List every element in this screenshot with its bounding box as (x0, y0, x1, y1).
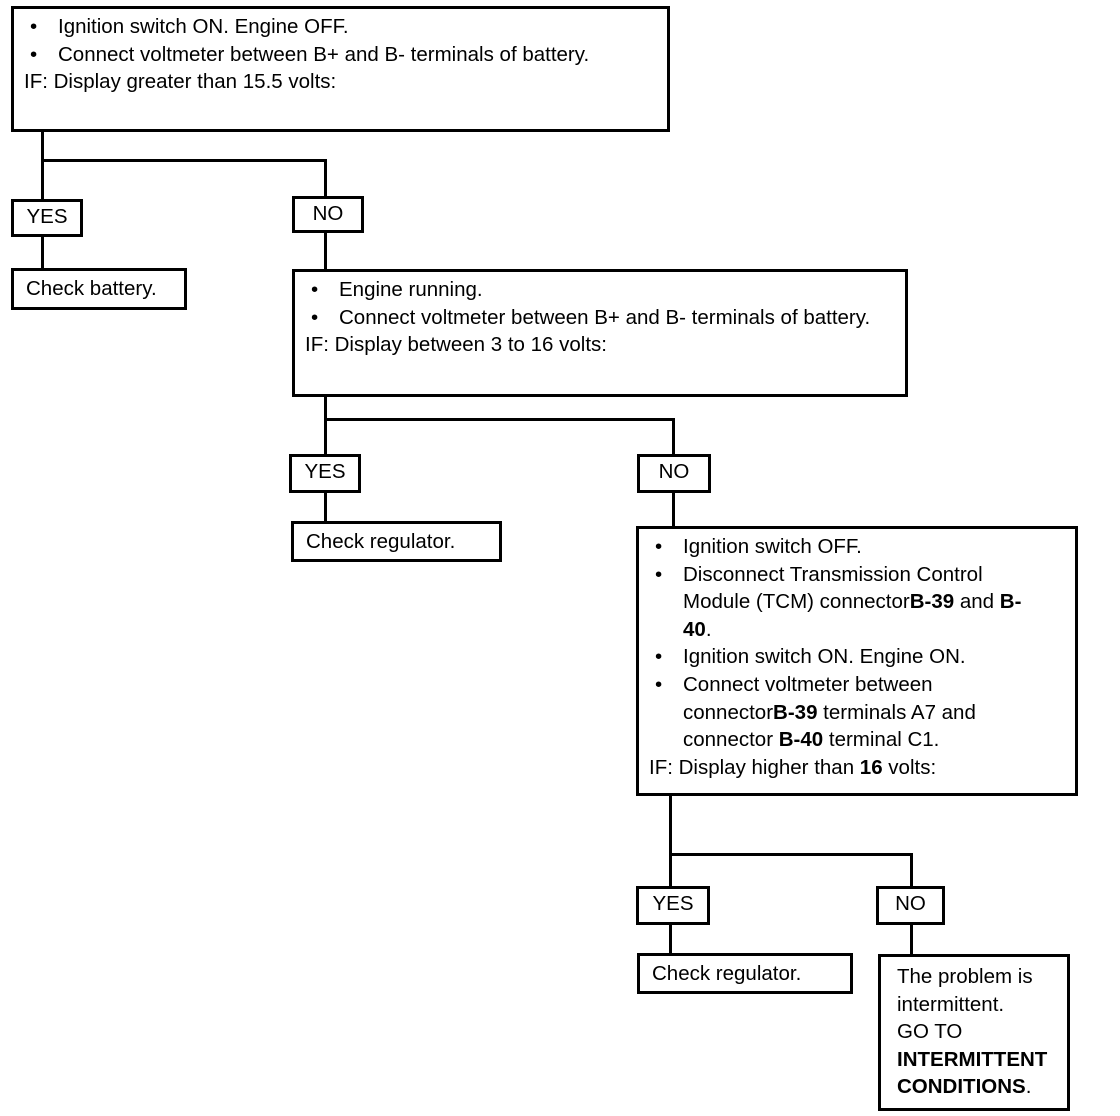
step3-condition: IF: Display higher than 16 volts: (649, 754, 1067, 782)
connector-id: B-39 (773, 700, 818, 724)
step3-bullet: Ignition switch ON. Engine ON. (649, 643, 1067, 671)
step1-no-tag: NO (292, 196, 364, 233)
step1-bullet: Connect voltmeter between B+ and B- term… (24, 41, 659, 69)
connector-step3-yes-to-action (669, 922, 672, 955)
step2-no-tag: NO (637, 454, 711, 493)
connector-step1-no-to-step2 (324, 231, 327, 271)
step1-bullet: Ignition switch ON. Engine OFF. (24, 13, 659, 41)
connector-step1-branch (41, 159, 327, 162)
intermittent-conditions-link[interactable]: INTERMITTENT CONDITIONS (897, 1047, 1048, 1099)
step1-box: Ignition switch ON. Engine OFF. Connect … (11, 6, 670, 132)
connector-step1-no-drop (324, 159, 327, 199)
step3-yes-tag: YES (636, 886, 710, 925)
step3-bullet: Connect voltmeter between connectorB-39 … (649, 671, 1067, 754)
step2-yes-action: Check regulator. (291, 521, 502, 562)
step2-bullets: Engine running. Connect voltmeter betwee… (305, 276, 897, 331)
connector-step2-no-drop (672, 418, 675, 456)
step3-bullet-text: Ignition switch OFF. (683, 535, 862, 558)
connector-id: B-39 (909, 590, 955, 614)
step1-condition: IF: Display greater than 15.5 volts: (24, 70, 337, 94)
step3-bullet-text: terminal C1. (823, 728, 940, 752)
connector-step1-yes-to-action (41, 236, 44, 268)
step2-bullet: Engine running. (305, 276, 897, 304)
connector-step2-yes-to-action (324, 491, 327, 523)
step3-bullet: Disconnect Transmission Control Module (… (649, 561, 1067, 644)
step2-condition: IF: Display between 3 to 16 volts: (305, 333, 607, 357)
step3-bullet-text: Disconnect Transmission Control Module (… (683, 562, 983, 614)
result-text: The problem is intermittent. (897, 965, 1033, 1016)
connector-step2-trunk (324, 395, 327, 456)
connector-id: B-40 (778, 728, 824, 752)
connector-step3-no-drop (910, 853, 913, 889)
step3-condition-text: IF: Display higher than (649, 755, 860, 779)
step3-yes-action: Check regulator. (637, 953, 853, 994)
step3-no-result: The problem is intermittent. GO TO INTER… (878, 954, 1070, 1111)
connector-step2-no-to-step3 (672, 491, 675, 528)
result-period: . (1025, 1075, 1032, 1098)
step2-bullet: Connect voltmeter between B+ and B- term… (305, 304, 897, 332)
voltage-value: 16 (859, 755, 883, 779)
step2-yes-tag: YES (289, 454, 361, 493)
step3-bullets: Ignition switch OFF. Disconnect Transmis… (649, 533, 1067, 754)
connector-step2-branch (324, 418, 675, 421)
step3-bullet-text: . (705, 617, 712, 641)
step1-yes-action: Check battery. (11, 268, 187, 310)
step3-condition-text: volts: (882, 755, 937, 779)
step2-box: Engine running. Connect voltmeter betwee… (292, 269, 908, 397)
step3-bullet-text: terminals A7 and connector (683, 700, 976, 752)
step3-box: Ignition switch OFF. Disconnect Transmis… (636, 526, 1078, 796)
connector-step3-no-to-result (910, 922, 913, 956)
result-goto: GO TO (897, 1020, 963, 1043)
step3-bullet-text: and (954, 590, 1000, 614)
step3-bullet-text: Ignition switch ON. Engine ON. (683, 645, 966, 669)
result-link: INTERMITTENT CONDITIONS. (897, 1046, 1059, 1101)
connector-step1-trunk (41, 131, 44, 204)
step3-no-tag: NO (876, 886, 945, 925)
connector-id: B-40 (683, 590, 1022, 641)
step1-bullets: Ignition switch ON. Engine OFF. Connect … (24, 13, 659, 68)
connector-step3-branch (669, 853, 913, 856)
step3-bullet-text: Connect voltmeter between connector (683, 672, 933, 724)
connector-step3-trunk (669, 793, 672, 886)
step3-bullet: Ignition switch OFF. (649, 533, 1067, 561)
step1-yes-tag: YES (11, 199, 83, 237)
